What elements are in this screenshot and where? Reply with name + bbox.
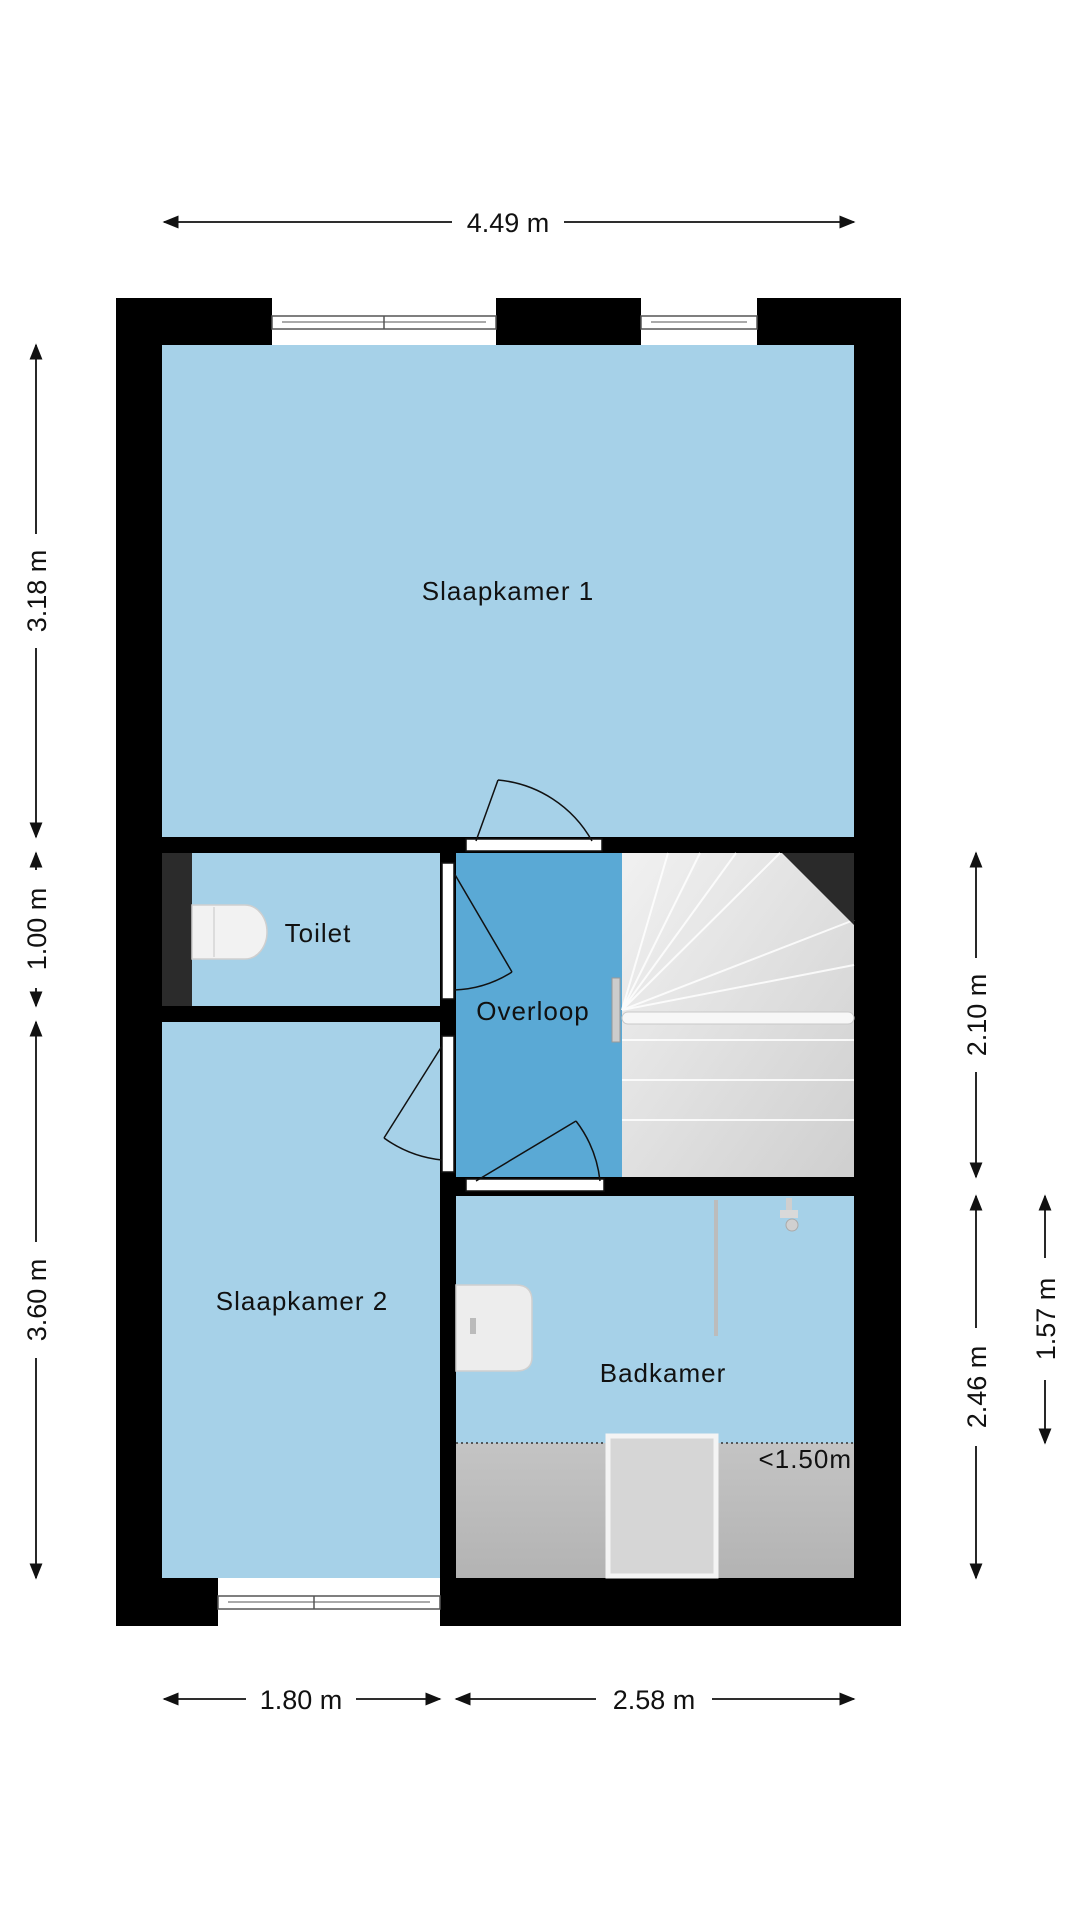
room-slaapkamer-1 — [162, 345, 854, 837]
label-slaapkamer-1: Slaapkamer 1 — [422, 576, 594, 606]
shower-screen — [714, 1200, 718, 1336]
window-bottom — [217, 1578, 441, 1626]
label-toilet: Toilet — [285, 918, 352, 948]
label-badkamer: Badkamer — [600, 1358, 727, 1388]
washbasin-icon — [455, 1284, 533, 1372]
room-slaapkamer-2 — [162, 1022, 440, 1578]
room-overloop — [456, 853, 622, 1177]
door-toilet — [441, 862, 513, 1000]
staircase — [611, 852, 855, 1177]
dimension-left-bottom-label: 3.60 m — [22, 1259, 52, 1342]
label-low-ceiling: <1.50m — [759, 1444, 852, 1474]
door-slaapkamer-2 — [383, 1035, 455, 1173]
dimension-left-top-label: 3.18 m — [22, 550, 52, 633]
dimension-bottom-right-width-label: 2.58 m — [613, 1685, 696, 1715]
dimension-right-bath-low-label: 1.57 m — [1031, 1278, 1061, 1361]
label-slaapkamer-2: Slaapkamer 2 — [216, 1286, 388, 1316]
dimension-bottom-left-width-label: 1.80 m — [260, 1685, 343, 1715]
shower-tap-icon — [780, 1198, 799, 1232]
label-overloop: Overloop — [476, 996, 590, 1026]
door-slaapkamer-1 — [465, 779, 603, 852]
dimension-top-width-label: 4.49 m — [467, 208, 550, 238]
door-badkamer — [465, 1120, 605, 1192]
toilet-cistern-wall — [162, 853, 192, 1006]
dimension-left-middle-label: 1.00 m — [22, 888, 52, 971]
shower-tray — [605, 1433, 719, 1579]
window-top-left — [271, 298, 497, 345]
toilet-bowl-icon — [191, 904, 268, 960]
window-top-right — [640, 298, 758, 345]
dimension-right-bath-label: 2.46 m — [962, 1346, 992, 1429]
dimension-right-stair-label: 2.10 m — [962, 974, 992, 1057]
